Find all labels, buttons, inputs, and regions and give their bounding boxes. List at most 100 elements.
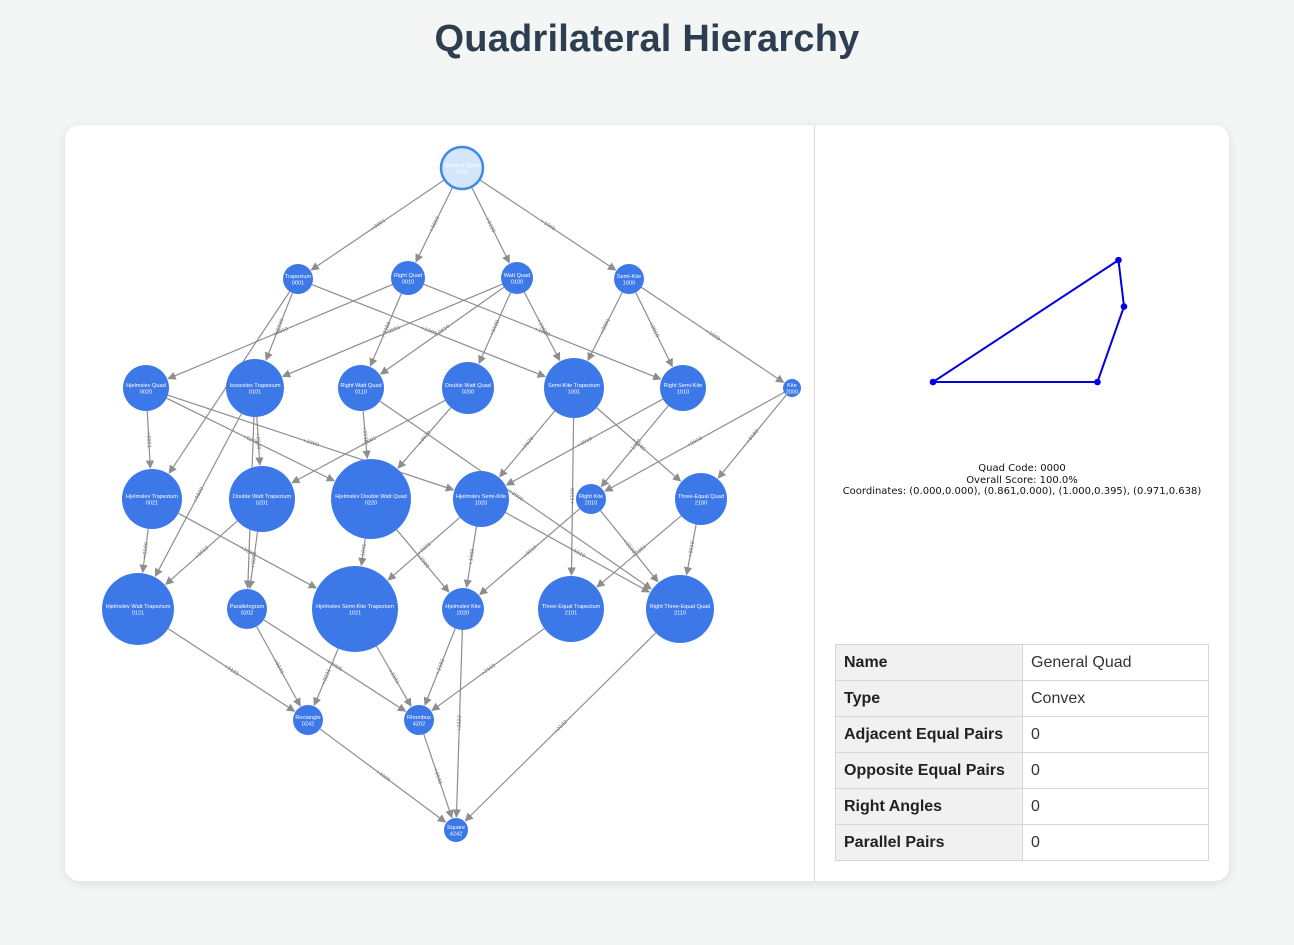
node-circle[interactable] <box>229 466 295 532</box>
node-circle[interactable] <box>614 264 644 294</box>
node-circle[interactable] <box>227 589 267 629</box>
graph-edge <box>387 516 461 581</box>
node-circle[interactable] <box>675 473 727 525</box>
node-circle[interactable] <box>122 469 182 529</box>
table-row: Right Angles 0 <box>835 788 1209 825</box>
node-circle[interactable] <box>226 359 284 417</box>
graph-edge <box>165 520 238 586</box>
edge-label: +0100 <box>254 432 261 449</box>
node-circle[interactable] <box>660 365 706 411</box>
property-label: Opposite Equal Pairs <box>835 752 1023 789</box>
node-circle[interactable] <box>404 705 434 735</box>
edge-label: +0040 <box>271 658 284 676</box>
node-circle[interactable] <box>439 145 485 191</box>
node-circle[interactable] <box>444 818 468 842</box>
graph-edge <box>167 628 296 712</box>
edge-label: +0040 <box>432 767 443 785</box>
node-circle[interactable] <box>331 459 411 539</box>
graph-edge <box>635 292 673 368</box>
graph-edge <box>596 407 682 482</box>
node-circle[interactable] <box>312 566 398 652</box>
node-circle[interactable] <box>293 705 323 735</box>
node-circle[interactable] <box>123 365 169 411</box>
node-circle[interactable] <box>442 362 494 414</box>
graph-edge <box>379 286 505 375</box>
graph-edge <box>415 186 454 263</box>
edge-label: +0010 <box>687 541 696 559</box>
edge-label: +0010 <box>576 436 594 449</box>
edge-label: +0100 <box>483 216 496 234</box>
node-circle[interactable] <box>544 358 604 418</box>
node-circle[interactable] <box>442 588 484 630</box>
edge-label: +1010 <box>568 546 586 559</box>
quad-vertex-dot <box>1120 303 1128 310</box>
quad-shape-preview <box>929 256 1128 386</box>
edge-label: +4000 <box>374 769 391 784</box>
property-label: Right Angles <box>835 788 1023 825</box>
node-circle[interactable] <box>783 379 801 397</box>
edge-label: +0010 <box>522 544 539 560</box>
node-circle[interactable] <box>283 264 313 294</box>
node-circle[interactable] <box>338 365 384 411</box>
graph-edge <box>470 186 510 264</box>
node-circle[interactable] <box>538 576 604 642</box>
node-circle[interactable] <box>646 575 714 643</box>
node-circle[interactable] <box>453 471 509 527</box>
graph-edge <box>362 410 371 460</box>
edge-label: +1001 <box>360 543 368 561</box>
graph-edge <box>166 397 335 482</box>
edge-label: +1100 <box>570 488 576 505</box>
edge-label: +0001 <box>370 218 387 232</box>
node-circle[interactable] <box>501 262 533 294</box>
properties-table: Name General Quad Type Convex Adjacent E… <box>835 644 1209 861</box>
table-row: Parallel Pairs 0 <box>835 824 1209 861</box>
graph-edge <box>478 292 512 365</box>
graph-edge <box>505 398 664 486</box>
edge-label: +0100 <box>489 319 501 337</box>
graph-edge <box>683 524 697 576</box>
graph-edge <box>319 728 447 823</box>
edge-label: +2101 <box>480 662 497 677</box>
edge-label: +2132 <box>553 719 569 735</box>
node-circle[interactable] <box>576 484 606 514</box>
edge-label: +1000 <box>704 328 721 342</box>
node-circle[interactable] <box>391 261 425 295</box>
edge-label: +1000 <box>539 218 556 232</box>
edge-label: +0001 <box>599 318 612 336</box>
edge-label: +0010 <box>428 216 441 234</box>
graph-edge <box>423 628 456 706</box>
node-circle[interactable] <box>102 573 174 645</box>
graph-edge <box>375 645 412 707</box>
edge-label: +0010 <box>193 545 210 561</box>
edge-label: +2000 <box>507 488 524 503</box>
property-value: 0 <box>1022 716 1209 753</box>
graph-edge <box>291 399 446 484</box>
